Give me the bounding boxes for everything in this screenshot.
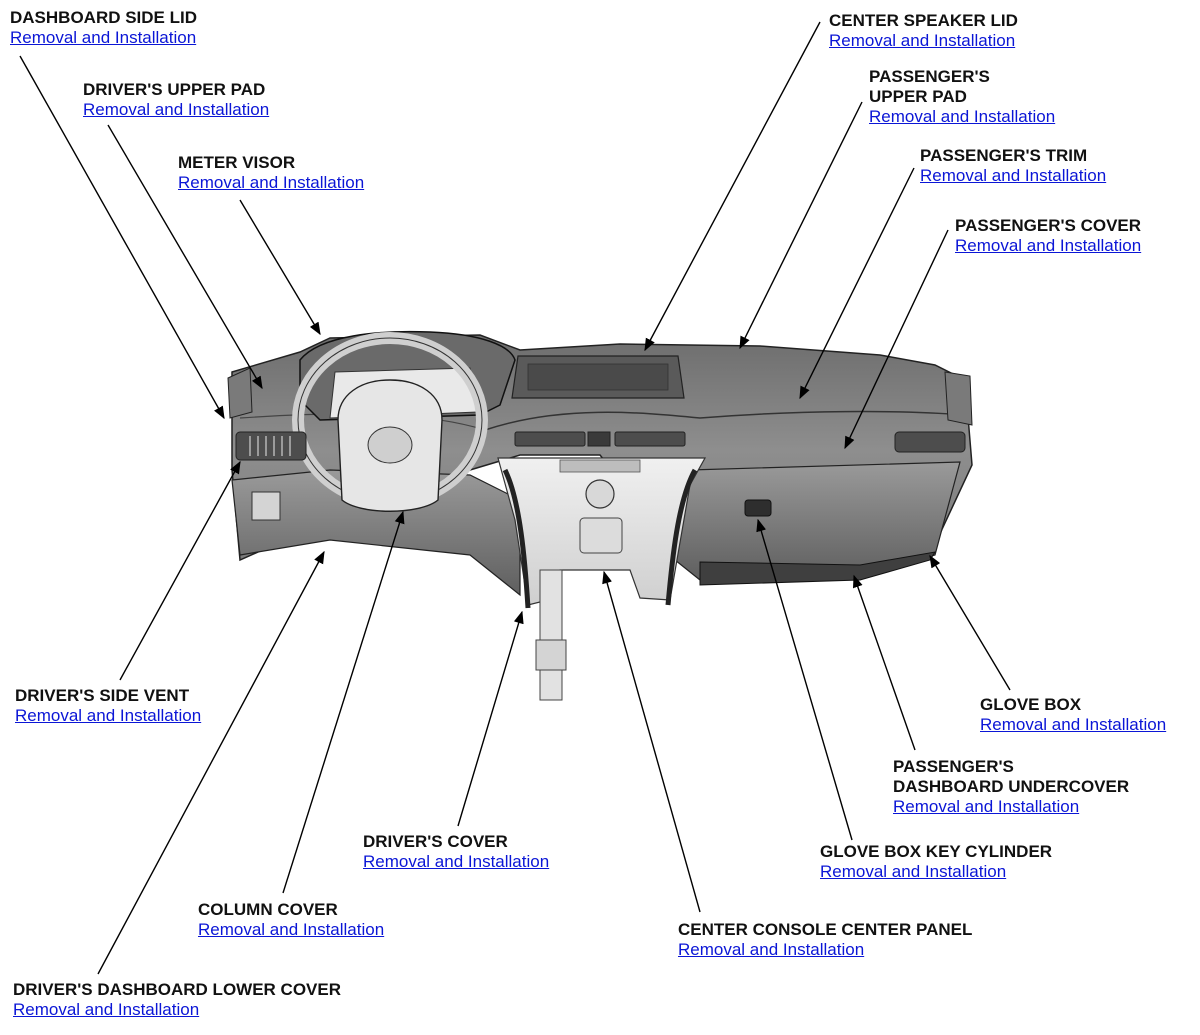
removal-installation-link[interactable]: Removal and Installation xyxy=(15,706,202,725)
leader-glove-box xyxy=(929,554,1011,691)
callout-drivers-dashboard-lower-cover: DRIVER'S DASHBOARD LOWER COVER Removal a… xyxy=(13,980,341,1020)
removal-installation-link[interactable]: Removal and Installation xyxy=(893,797,1080,816)
leader-drivers-side-vent xyxy=(119,460,241,681)
removal-installation-link[interactable]: Removal and Installation xyxy=(13,1000,200,1019)
removal-installation-link[interactable]: Removal and Installation xyxy=(198,920,385,939)
removal-installation-link[interactable]: Removal and Installation xyxy=(678,940,865,959)
removal-installation-link[interactable]: Removal and Installation xyxy=(829,31,1016,50)
leader-drivers-upper-pad xyxy=(107,124,263,390)
removal-installation-link[interactable]: Removal and Installation xyxy=(920,166,1107,185)
leader-glove-box-key-cylinder xyxy=(756,518,853,841)
callout-meter-visor: METER VISOR Removal and Installation xyxy=(178,153,364,193)
callout-drivers-upper-pad: DRIVER'S UPPER PAD Removal and Installat… xyxy=(83,80,269,120)
callout-title: GLOVE BOX xyxy=(980,695,1082,714)
callout-title: CENTER SPEAKER LID xyxy=(829,11,1018,30)
leader-lines xyxy=(19,21,1011,975)
removal-installation-link[interactable]: Removal and Installation xyxy=(820,862,1007,881)
callout-passengers-trim: PASSENGER'S TRIM Removal and Installatio… xyxy=(920,146,1106,186)
callout-passengers-dashboard-undercover: PASSENGER'S DASHBOARD UNDERCOVER Removal… xyxy=(893,757,1129,817)
leader-passengers-upper-pad xyxy=(739,101,863,350)
callout-center-console-center-panel: CENTER CONSOLE CENTER PANEL Removal and … xyxy=(678,920,972,960)
removal-installation-link[interactable]: Removal and Installation xyxy=(980,715,1167,734)
leader-passengers-cover xyxy=(844,229,949,450)
callout-title: CENTER CONSOLE CENTER PANEL xyxy=(678,920,973,939)
leader-drivers-cover xyxy=(457,610,524,827)
leader-center-speaker-lid xyxy=(644,21,821,352)
leader-passengers-dashboard-undercover xyxy=(852,574,916,751)
callout-title: PASSENGER'S DASHBOARD UNDERCOVER xyxy=(893,757,1130,796)
removal-installation-link[interactable]: Removal and Installation xyxy=(83,100,270,119)
leader-dashboard-side-lid xyxy=(19,55,225,420)
dashboard-illustration xyxy=(227,330,973,701)
callout-glove-box: GLOVE BOX Removal and Installation xyxy=(980,695,1166,735)
callout-column-cover: COLUMN COVER Removal and Installation xyxy=(198,900,384,940)
callout-passengers-upper-pad: PASSENGER'S UPPER PAD Removal and Instal… xyxy=(869,67,1055,127)
callout-title: GLOVE BOX KEY CYLINDER xyxy=(820,842,1053,861)
callout-glove-box-key-cylinder: GLOVE BOX KEY CYLINDER Removal and Insta… xyxy=(820,842,1052,882)
callout-center-speaker-lid: CENTER SPEAKER LID Removal and Installat… xyxy=(829,11,1018,51)
removal-installation-link[interactable]: Removal and Installation xyxy=(955,236,1142,255)
callout-title: DASHBOARD SIDE LID xyxy=(10,8,198,27)
callout-title: DRIVER'S COVER xyxy=(363,832,508,851)
removal-installation-link[interactable]: Removal and Installation xyxy=(10,28,197,47)
callout-title: PASSENGER'S COVER xyxy=(955,216,1142,235)
callout-title: PASSENGER'S TRIM xyxy=(920,146,1088,165)
removal-installation-link[interactable]: Removal and Installation xyxy=(363,852,550,871)
callout-title: PASSENGER'S UPPER PAD xyxy=(869,67,990,106)
callout-drivers-cover: DRIVER'S COVER Removal and Installation xyxy=(363,832,549,872)
callout-title: DRIVER'S SIDE VENT xyxy=(15,686,190,705)
callout-title: METER VISOR xyxy=(178,153,296,172)
removal-installation-link[interactable]: Removal and Installation xyxy=(869,107,1056,126)
callout-title: DRIVER'S UPPER PAD xyxy=(83,80,266,99)
callout-dashboard-side-lid: DASHBOARD SIDE LID Removal and Installat… xyxy=(10,8,197,48)
leader-center-console-center-panel xyxy=(602,570,701,913)
removal-installation-link[interactable]: Removal and Installation xyxy=(178,173,365,192)
leader-drivers-dashboard-lower-cover xyxy=(97,550,325,975)
leader-meter-visor xyxy=(239,199,321,336)
callout-drivers-side-vent: DRIVER'S SIDE VENT Removal and Installat… xyxy=(15,686,201,726)
callout-passengers-cover: PASSENGER'S COVER Removal and Installati… xyxy=(955,216,1141,256)
callout-title: DRIVER'S DASHBOARD LOWER COVER xyxy=(13,980,342,999)
leader-passengers-trim xyxy=(799,167,915,400)
callout-title: COLUMN COVER xyxy=(198,900,338,919)
leader-column-cover xyxy=(282,510,405,894)
